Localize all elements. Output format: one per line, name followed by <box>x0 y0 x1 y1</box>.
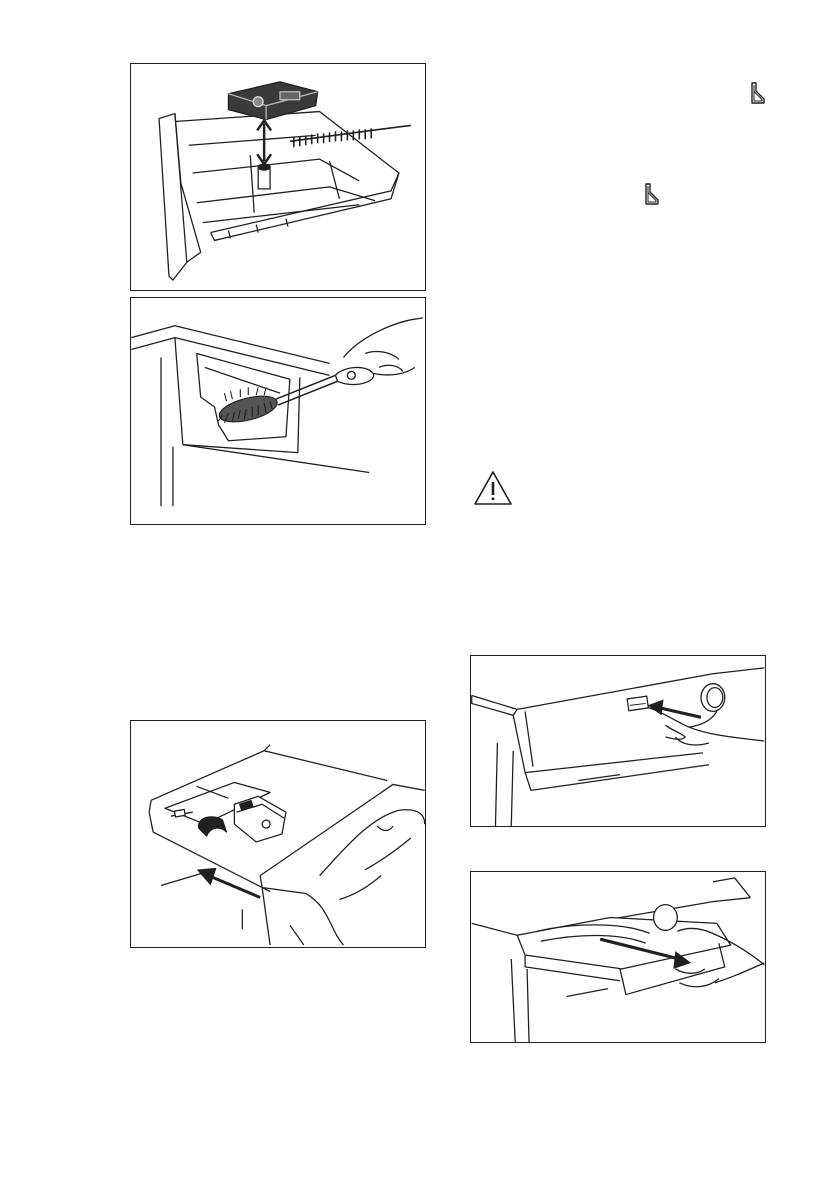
figure-dispenser-insert <box>130 63 426 291</box>
warning-triangle-icon <box>473 470 513 506</box>
figure-brush-recess <box>130 297 426 525</box>
pull-drawer-illustration <box>471 872 765 1042</box>
figure-press-lever <box>470 655 766 827</box>
press-lever-illustration <box>471 656 765 826</box>
figure-pull-drawer <box>470 871 766 1043</box>
liquid-flap-icon-inline <box>643 183 661 205</box>
figure-drawer-insert <box>130 720 426 948</box>
brush-recess-illustration <box>131 298 425 524</box>
drawer-insert-illustration <box>131 721 425 947</box>
dispenser-insert-illustration <box>131 64 425 290</box>
liquid-flap-icon <box>749 82 767 104</box>
